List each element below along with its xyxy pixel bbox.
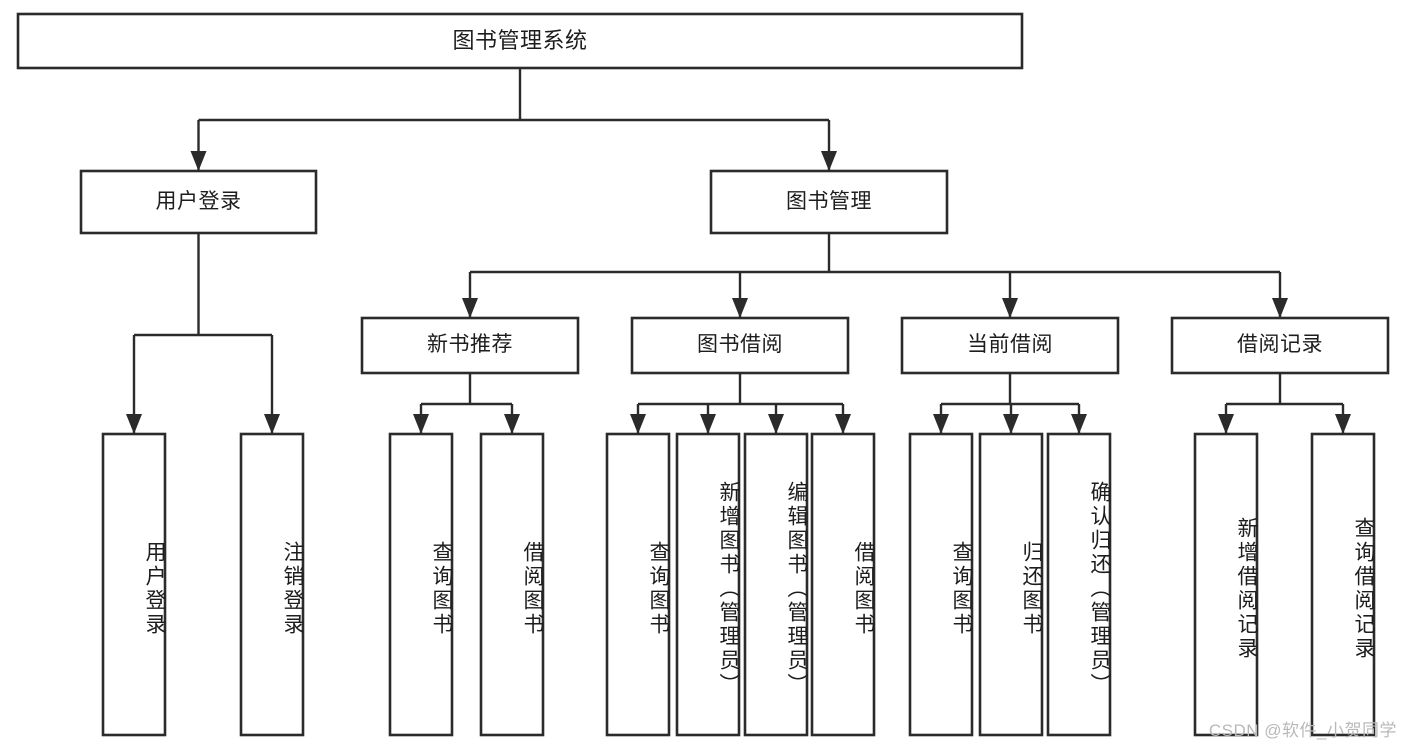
csdn-watermark: CSDN @软件_小贺同学 (1208, 721, 1397, 740)
node-box-leaf-user-logout[interactable] (239, 432, 305, 737)
arrow-head-icon (504, 414, 520, 434)
node-box-book-borrow[interactable] (630, 316, 850, 375)
arrow-head-icon (190, 151, 207, 171)
arrow-head-icon (1335, 414, 1351, 434)
arrow-head-icon (1002, 298, 1018, 318)
node-box-leaf-return-book[interactable] (978, 432, 1044, 737)
arrow-head-icon (821, 151, 837, 171)
node-box-leaf-query-book-3[interactable] (908, 432, 974, 737)
arrow-head-icon (700, 414, 716, 434)
arrow-head-icon (264, 414, 280, 434)
node-box-leaf-query-record[interactable] (1310, 432, 1376, 737)
connector-layer (126, 68, 1351, 434)
node-box-leaf-query-book-1[interactable] (388, 432, 454, 737)
node-box-layer (16, 12, 1390, 737)
node-box-leaf-borrow-book-2[interactable] (810, 432, 876, 737)
node-box-book-manage[interactable] (709, 169, 949, 235)
node-box-user-login[interactable] (79, 169, 318, 235)
node-box-leaf-edit-book[interactable] (743, 432, 809, 737)
node-box-leaf-user-login[interactable] (101, 432, 167, 737)
node-box-leaf-confirm-return[interactable] (1046, 432, 1112, 737)
arrow-head-icon (462, 298, 478, 318)
node-box-leaf-add-book[interactable] (675, 432, 741, 737)
arrow-head-icon (1003, 414, 1019, 434)
arrow-head-icon (413, 414, 429, 434)
arrow-head-icon (126, 414, 142, 434)
node-box-leaf-query-book-2[interactable] (605, 432, 671, 737)
node-box-current-borrow[interactable] (900, 316, 1120, 375)
node-box-leaf-add-record[interactable] (1193, 432, 1259, 737)
node-box-borrow-record[interactable] (1170, 316, 1390, 375)
arrow-head-icon (1272, 298, 1288, 318)
arrow-head-icon (1218, 414, 1234, 434)
node-box-root[interactable] (16, 12, 1024, 70)
arrow-head-icon (732, 298, 748, 318)
node-box-new-book-rec[interactable] (360, 316, 580, 375)
arrow-head-icon (933, 414, 949, 434)
arrow-head-icon (630, 414, 646, 434)
arrow-head-icon (768, 414, 784, 434)
arrow-head-icon (835, 414, 851, 434)
arrow-head-icon (1071, 414, 1087, 434)
node-box-leaf-borrow-book-1[interactable] (479, 432, 545, 737)
